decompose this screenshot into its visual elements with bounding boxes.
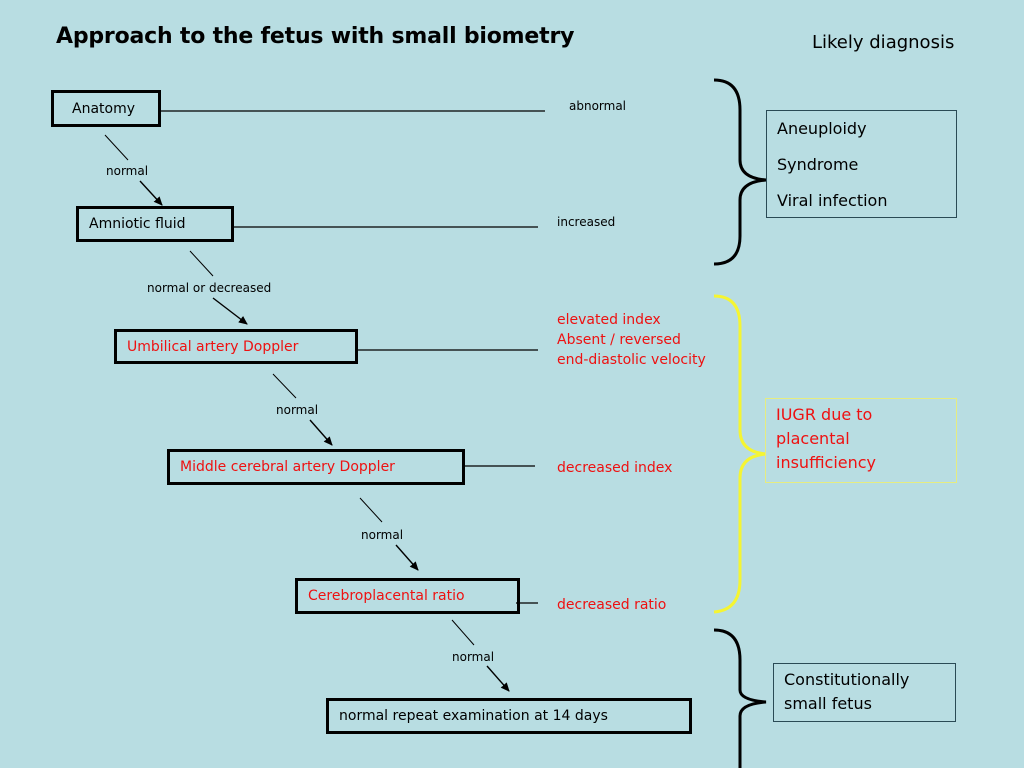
finding-umbilical: elevated index Absent / reversed end-dia… xyxy=(557,310,706,370)
diagnosis-item: IUGR due to xyxy=(776,405,873,424)
transition-label: normal xyxy=(276,403,319,417)
finding-abnormal: abnormal xyxy=(569,99,627,113)
finding-line: Absent / reversed xyxy=(557,332,681,348)
finding-line: elevated index xyxy=(557,312,661,328)
finding-increased: increased xyxy=(557,215,616,229)
transition-label: normal xyxy=(452,650,495,664)
finding-decreased-ratio: decreased ratio xyxy=(557,597,667,613)
bracket-top xyxy=(713,78,767,266)
transition-label: normal xyxy=(106,164,149,178)
page-title: Approach to the fetus with small biometr… xyxy=(56,24,575,49)
node-anatomy: Anatomy xyxy=(51,90,161,127)
bracket-middle xyxy=(713,294,767,614)
node-repeat-examination: normal repeat examination at 14 days xyxy=(326,698,692,734)
flow-3-arrow xyxy=(309,419,333,446)
node-mca-doppler: Middle cerebral artery Doppler xyxy=(167,449,465,485)
flow-3-top xyxy=(272,373,297,399)
finding-line: end-diastolic velocity xyxy=(557,352,706,368)
diagnosis-item: Constitutionally xyxy=(784,670,910,689)
flow-1-top xyxy=(104,134,129,161)
finding-decreased-index: decreased index xyxy=(557,460,673,476)
flow-5-arrow xyxy=(486,665,510,692)
node-cerebroplacental-ratio: Cerebroplacental ratio xyxy=(295,578,520,614)
diagnosis-header: Likely diagnosis xyxy=(812,32,955,53)
flow-4-arrow xyxy=(395,544,419,571)
diagnosis-box-constitutional: Constitutionally small fetus xyxy=(773,663,956,722)
diagnosis-item: insufficiency xyxy=(776,453,877,472)
node-amniotic-fluid: Amniotic fluid xyxy=(76,206,234,242)
flow-5-top xyxy=(451,619,475,646)
diagnosis-item: Viral infection xyxy=(777,191,888,210)
flow-2-arrow xyxy=(212,297,248,325)
transition-label: normal xyxy=(361,528,404,542)
transition-label: normal or decreased xyxy=(147,281,272,295)
flow-4-top xyxy=(359,497,383,523)
diagnosis-item: placental xyxy=(776,429,850,448)
flow-2-top xyxy=(189,250,214,277)
diagnosis-item: small fetus xyxy=(784,694,872,713)
flow-1-arrow xyxy=(139,180,163,206)
diagnosis-box-iugr: IUGR due to placental insufficiency xyxy=(765,398,957,483)
node-umbilical-artery-doppler: Umbilical artery Doppler xyxy=(114,329,358,364)
diagnosis-item: Syndrome xyxy=(777,155,859,174)
diagnosis-box-genetic: Aneuploidy Syndrome Viral infection xyxy=(766,110,957,218)
bracket-bottom xyxy=(713,628,767,768)
diagnosis-item: Aneuploidy xyxy=(777,119,867,138)
